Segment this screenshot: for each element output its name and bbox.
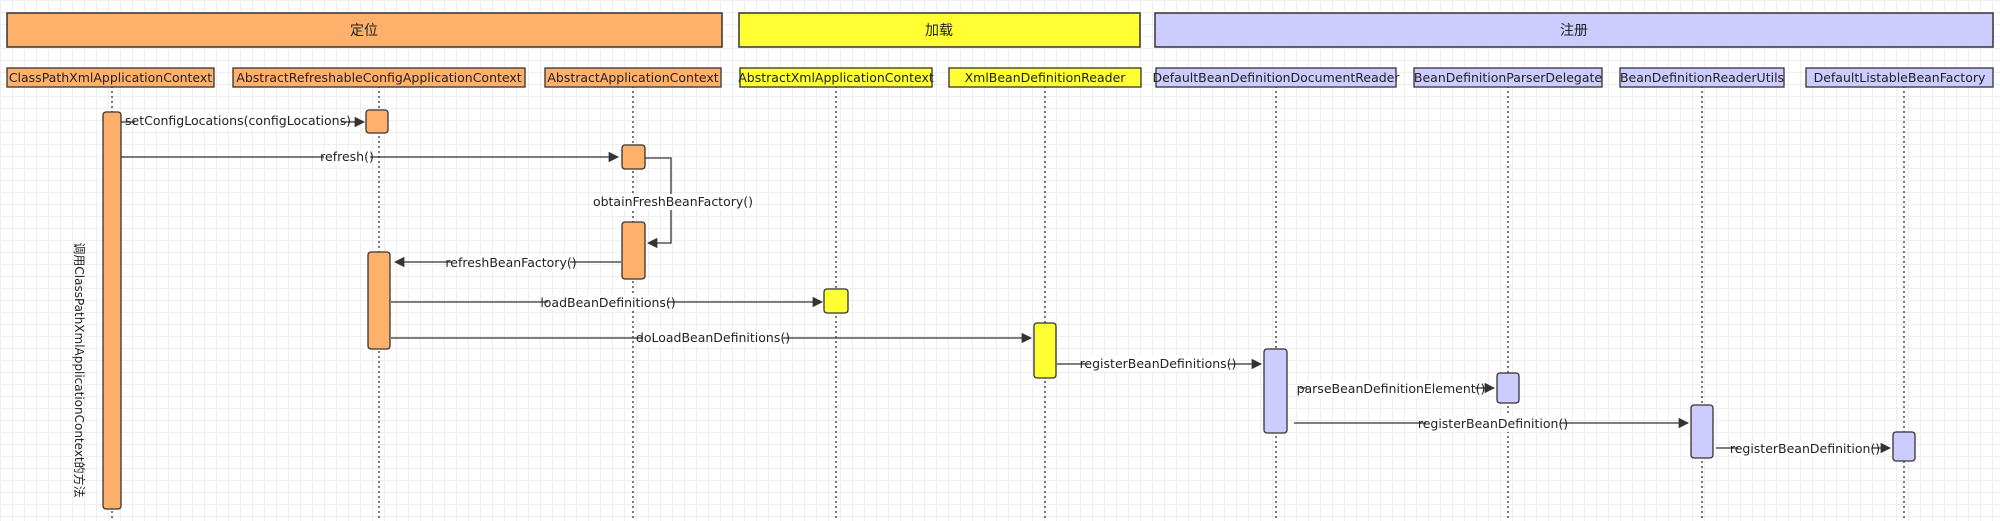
msg-label-3: refreshBeanFactory() [445, 255, 576, 270]
msg-label-0: setConfigLocations(configLocations) [125, 113, 351, 128]
lane-label-4: XmlBeanDefinitionReader [965, 70, 1127, 85]
lane-header-3 [739, 67, 933, 88]
phase-bar-locate [6, 12, 723, 48]
msg-label-8: registerBeanDefinition() [1418, 416, 1568, 431]
msg-label-7: parseBeanDefinitionElement() [1297, 381, 1486, 396]
lane-header-8 [1805, 67, 1994, 88]
lane-label-2: AbstractApplicationContext [547, 70, 718, 85]
vertical-note: 调用ClassPathXmlApplicationContext的方法 [72, 242, 87, 497]
lane-label-8: DefaultListableBeanFactory [1814, 70, 1986, 85]
activation-refresh [621, 144, 646, 170]
msg-label-9: registerBeanDefinition() [1730, 441, 1880, 456]
msg-label-4: loadBeanDefinitions() [540, 295, 675, 310]
phase-label-load: 加载 [925, 23, 953, 39]
lane-header-0 [6, 67, 215, 88]
phase-bar-register [1154, 12, 1994, 48]
phase-label-locate: 定位 [350, 23, 378, 39]
activation-parse-bean-definition-element [1496, 372, 1520, 404]
activation-bean-factory-register [1892, 431, 1916, 462]
lane-label-6: BeanDefinitionParserDelegate [1414, 70, 1602, 85]
activation-boxes [102, 109, 1916, 510]
phase-headers: 定位 加载 注册 [6, 12, 1994, 48]
lane-header-5 [1155, 67, 1397, 88]
activation-classpath-context [102, 111, 122, 510]
activation-obtain-fresh-bean-factory [621, 221, 646, 280]
activation-do-load-bean-definitions [1033, 322, 1057, 379]
message-labels: setConfigLocations(configLocations) refr… [125, 113, 1880, 457]
lane-label-0: ClassPathXmlApplicationContext [9, 70, 212, 85]
lane-header-6 [1413, 67, 1603, 88]
msg-label-1: refresh() [320, 149, 374, 164]
lane-header-2 [544, 67, 722, 88]
activation-refresh-bean-factory [367, 251, 391, 350]
lane-headers: ClassPathXmlApplicationContext AbstractR… [6, 67, 1994, 88]
lane-header-1 [232, 67, 526, 88]
activation-load-bean-definitions [823, 288, 849, 314]
lane-label-1: AbstractRefreshableConfigApplicationCont… [236, 70, 521, 85]
msg-label-2: obtainFreshBeanFactory() [593, 194, 753, 209]
lane-label-3: AbstractXmlApplicationContext [738, 70, 934, 85]
phase-label-register: 注册 [1560, 23, 1588, 39]
activation-register-bean-definitions [1263, 348, 1288, 434]
msg-label-6: registerBeanDefinitions() [1080, 356, 1237, 371]
activation-set-config-locations [365, 109, 389, 134]
lane-label-5: DefaultBeanDefinitionDocumentReader [1152, 70, 1400, 85]
lane-header-7 [1619, 67, 1785, 88]
phase-bar-load [738, 12, 1141, 48]
msg-label-5: doLoadBeanDefinitions() [636, 330, 790, 345]
lane-header-4 [948, 67, 1142, 88]
lane-label-7: BeanDefinitionReaderUtils [1620, 70, 1784, 85]
activation-reader-utils-register [1690, 404, 1714, 459]
